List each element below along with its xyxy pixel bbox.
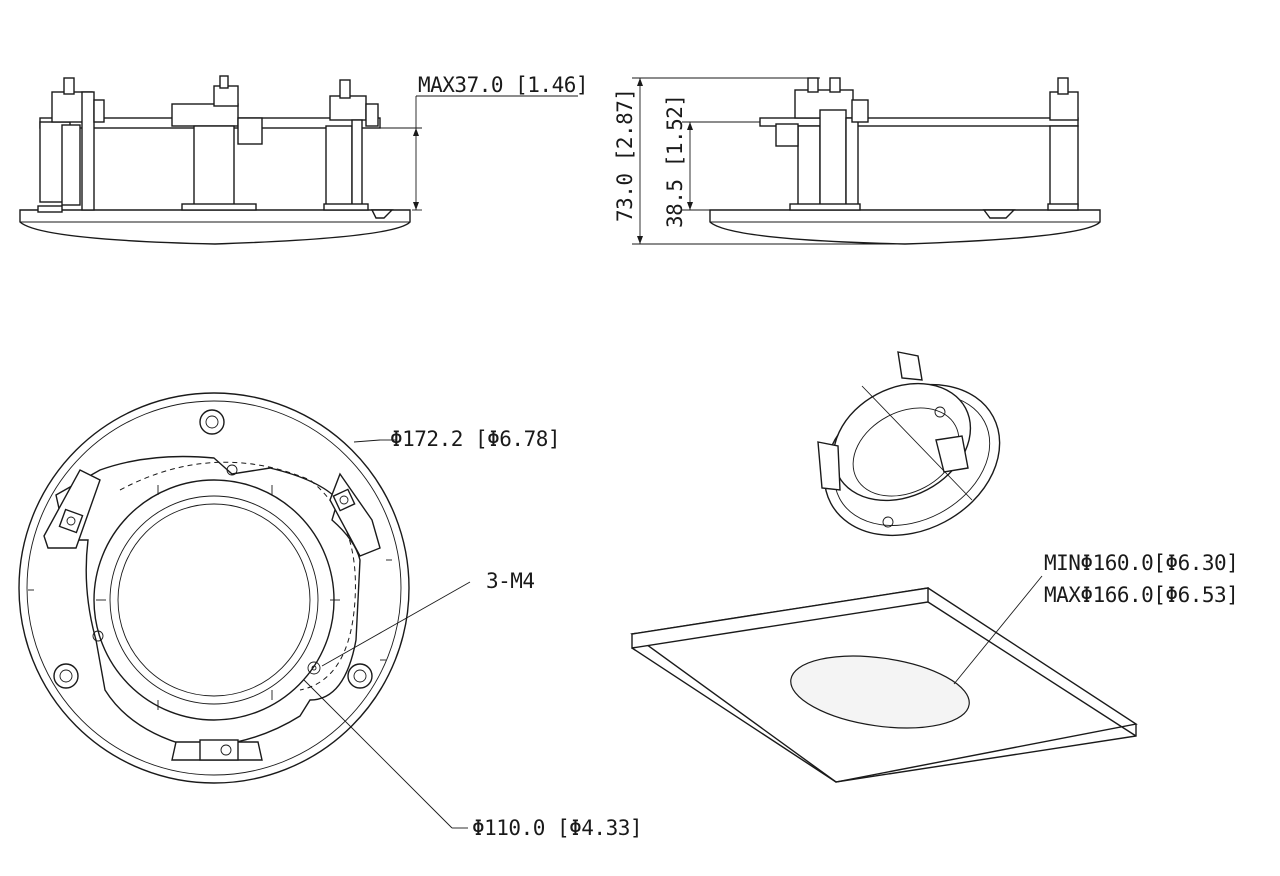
- total-height-label: 73.0 [2.87]: [613, 88, 637, 222]
- inner-diameter-label: Φ110.0 [Φ4.33]: [472, 816, 642, 840]
- isometric-view: [817, 351, 1001, 537]
- bottom-view: [18, 392, 471, 829]
- max-height-label: MAX37.0 [1.46]: [418, 73, 588, 97]
- cutout-max-label: MAXΦ166.0[Φ6.53]: [1044, 583, 1238, 607]
- right-side-view: [632, 77, 1101, 245]
- ceiling-cutout: [630, 575, 1138, 783]
- screw-spec-label: 3-M4: [486, 569, 535, 593]
- cutout-min-label: MINΦ160.0[Φ6.30]: [1044, 551, 1238, 575]
- inner-height-label: 38.5 [1.52]: [663, 94, 687, 228]
- outer-diameter-label: Φ172.2 [Φ6.78]: [390, 427, 560, 451]
- front-side-view: [19, 75, 578, 245]
